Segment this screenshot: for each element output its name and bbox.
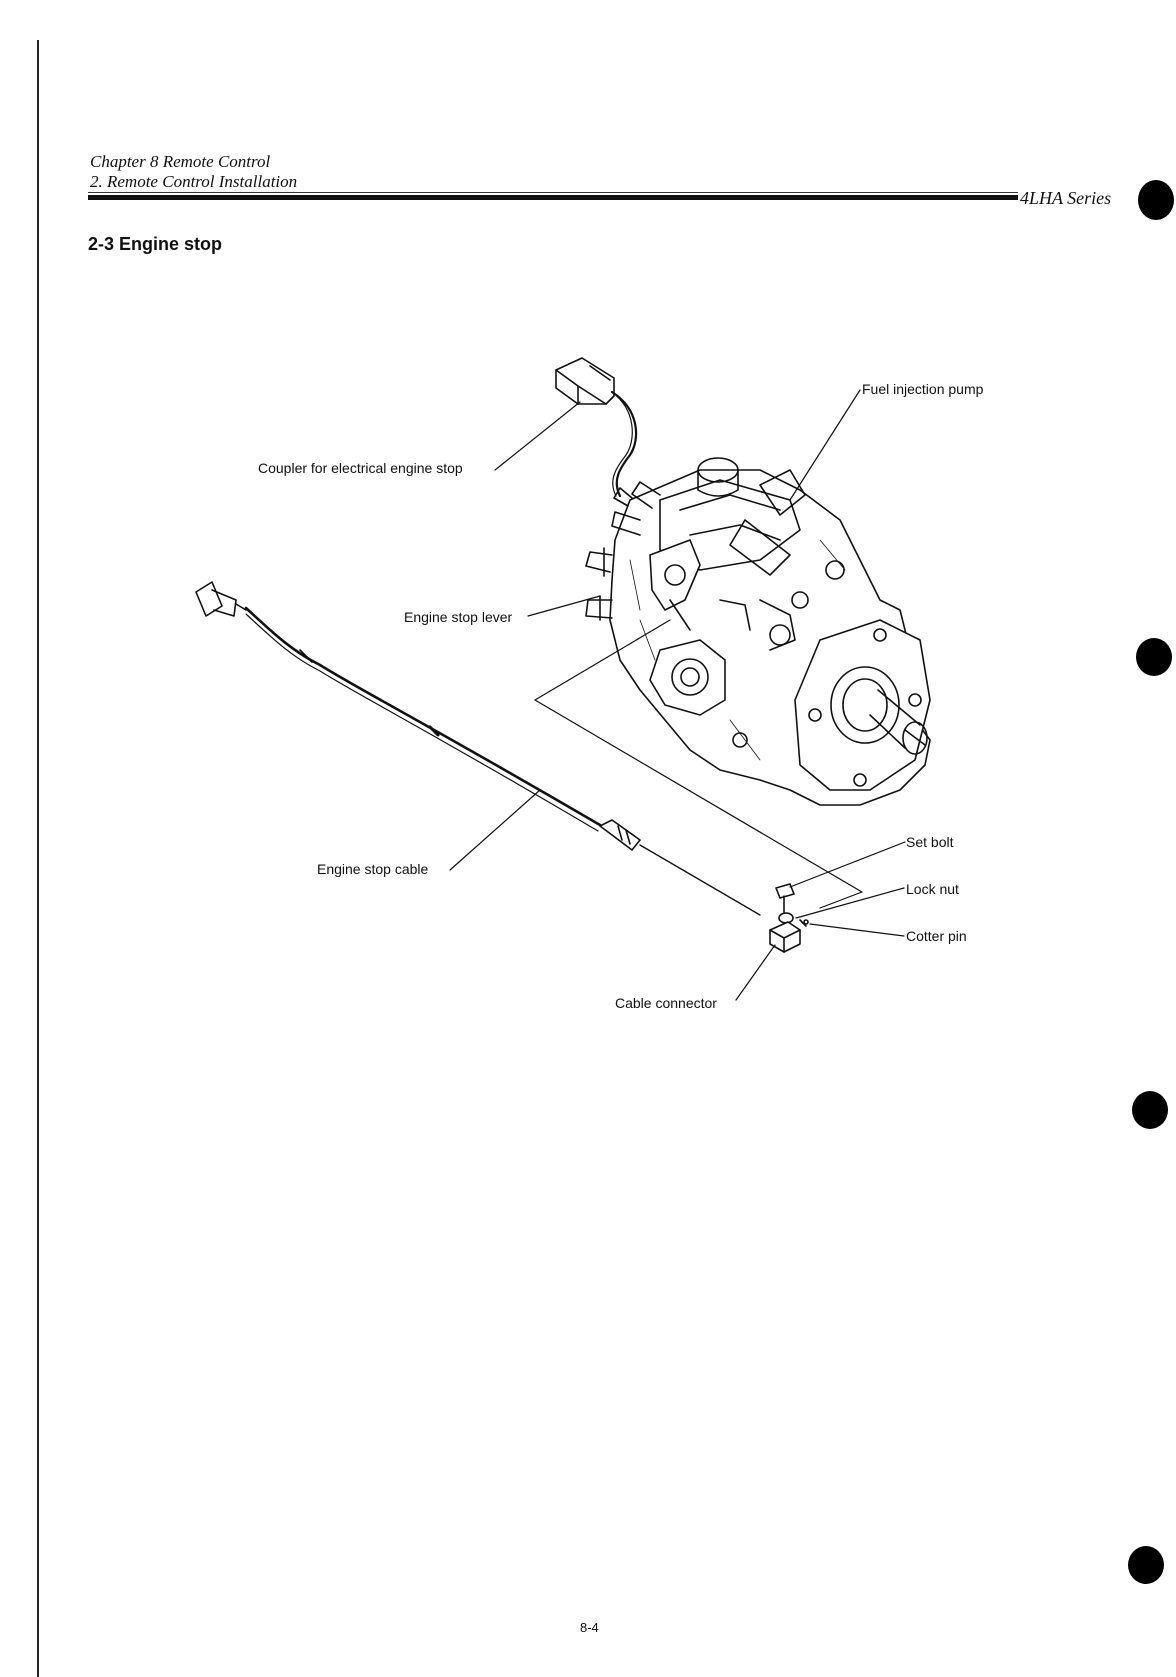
cable-connector-illustration: [770, 884, 808, 952]
label-cotter-pin: Cotter pin: [906, 928, 967, 944]
label-engine-stop-lever: Engine stop lever: [404, 609, 512, 625]
label-set-bolt: Set bolt: [906, 834, 953, 850]
label-fuel-injection-pump: Fuel injection pump: [862, 381, 983, 397]
coupler-illustration: [556, 358, 636, 496]
label-coupler: Coupler for electrical engine stop: [258, 460, 463, 476]
fuel-injection-pump-illustration: [586, 458, 930, 805]
page-number: 8-4: [580, 1620, 599, 1635]
label-lock-nut: Lock nut: [906, 881, 959, 897]
label-cable-connector: Cable connector: [615, 995, 717, 1011]
label-engine-stop-cable: Engine stop cable: [317, 861, 428, 877]
